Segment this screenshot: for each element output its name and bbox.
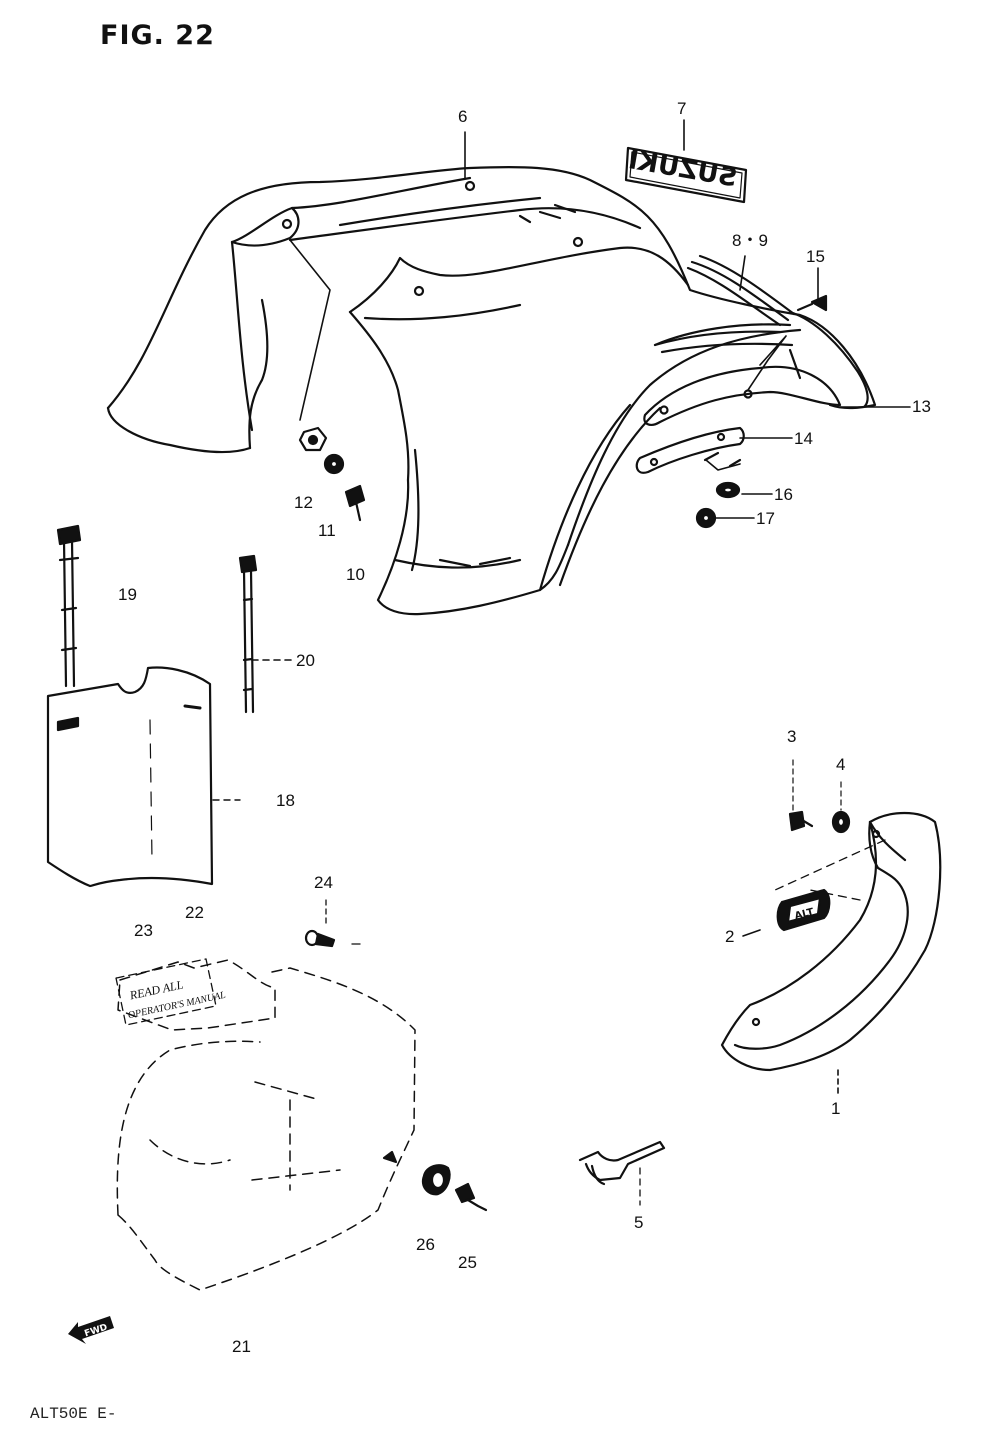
- callout-17: 17: [756, 509, 775, 528]
- callout-11: 11: [318, 521, 336, 540]
- patch-text: ALT: [794, 907, 816, 922]
- fender-hardware: [298, 294, 828, 529]
- callout-20: 20: [296, 651, 315, 670]
- callout-18: 18: [276, 791, 295, 810]
- callout-15: 15: [806, 247, 825, 266]
- suzuki-decal: SUZUKI: [624, 145, 748, 204]
- callout-25: 25: [458, 1253, 477, 1272]
- callout-24: 24: [314, 873, 333, 892]
- decal-text: SUZUKI: [626, 145, 739, 194]
- bracket-5: [578, 1140, 666, 1206]
- callout-3: 3: [787, 727, 797, 746]
- leader-lines: [251, 119, 911, 1096]
- logo-patch: ALT: [776, 888, 831, 932]
- forward-arrow-icon: FWD: [68, 1316, 114, 1344]
- model-code: ALT50E E-: [30, 1405, 117, 1423]
- callout-13: 13: [912, 397, 931, 416]
- warning-label: READ ALL OPERATOR'S MANUAL: [115, 958, 227, 1026]
- callout-4: 4: [836, 755, 846, 774]
- callout-22: 22: [185, 903, 204, 922]
- screw-3-and-washer-4: [788, 759, 851, 834]
- callout-7: 7: [677, 99, 687, 118]
- rear-cover-plate: [643, 310, 869, 426]
- callout-21: 21: [232, 1337, 251, 1356]
- callout-5: 5: [634, 1213, 644, 1232]
- grommet-26-and-screw-25: [382, 1150, 488, 1212]
- straps: [56, 524, 258, 714]
- callout-12: 12: [294, 493, 313, 512]
- callout-2: 2: [725, 927, 735, 946]
- callout-1: 1: [831, 1099, 841, 1118]
- callout-6: 6: [458, 107, 468, 126]
- callout-10: 10: [346, 565, 365, 584]
- mud-flap: [46, 666, 241, 888]
- callout-19: 19: [118, 585, 137, 604]
- screw-24: [304, 899, 361, 948]
- callout-8-9: 8・9: [732, 231, 768, 250]
- front-flap-assembly: [116, 959, 416, 1291]
- figure-title: FIG. 22: [100, 20, 215, 51]
- callout-23: 23: [134, 921, 153, 940]
- side-cover: [720, 812, 942, 1072]
- callout-14: 14: [794, 429, 813, 448]
- callout-26: 26: [416, 1235, 435, 1254]
- warning-label-line-1: READ ALL: [128, 977, 185, 1002]
- callout-16: 16: [774, 485, 793, 504]
- trim-strips: [653, 254, 796, 354]
- rear-fender: [106, 165, 877, 616]
- mud-strip: [635, 426, 745, 474]
